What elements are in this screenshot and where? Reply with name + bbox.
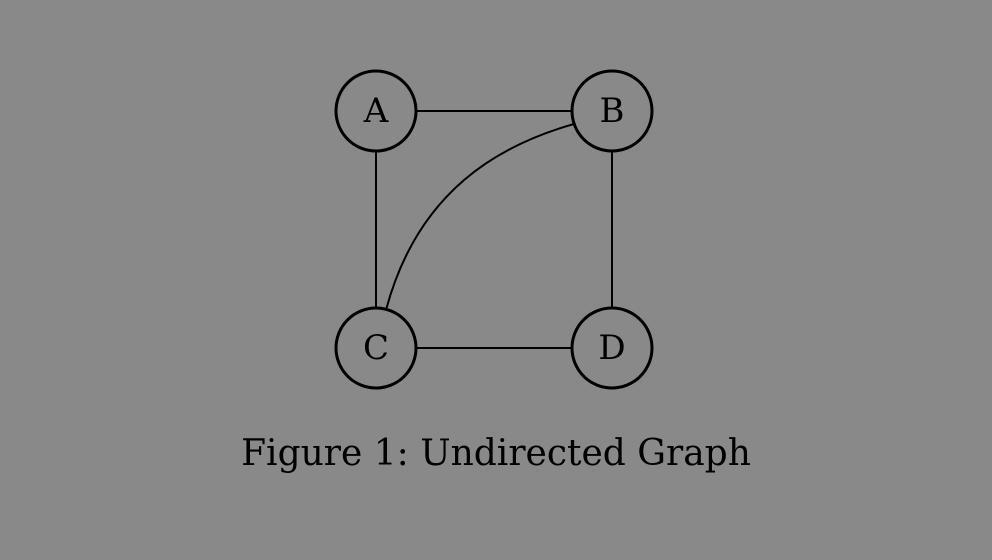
node-c-label: C <box>363 328 389 368</box>
edge-c-b <box>385 123 575 311</box>
graph-diagram: A B C D <box>334 69 654 390</box>
node-c: C <box>334 306 418 390</box>
node-b: B <box>570 69 654 153</box>
node-c-circle <box>334 306 418 390</box>
node-a: A <box>334 69 418 153</box>
node-a-label: A <box>363 91 389 131</box>
node-a-circle <box>334 69 418 153</box>
node-d-circle <box>570 306 654 390</box>
node-b-circle <box>570 69 654 153</box>
node-d: D <box>570 306 654 390</box>
node-b-label: B <box>600 91 625 131</box>
node-d-label: D <box>598 328 625 368</box>
figure-caption: Figure 1: Undirected Graph <box>241 433 751 474</box>
